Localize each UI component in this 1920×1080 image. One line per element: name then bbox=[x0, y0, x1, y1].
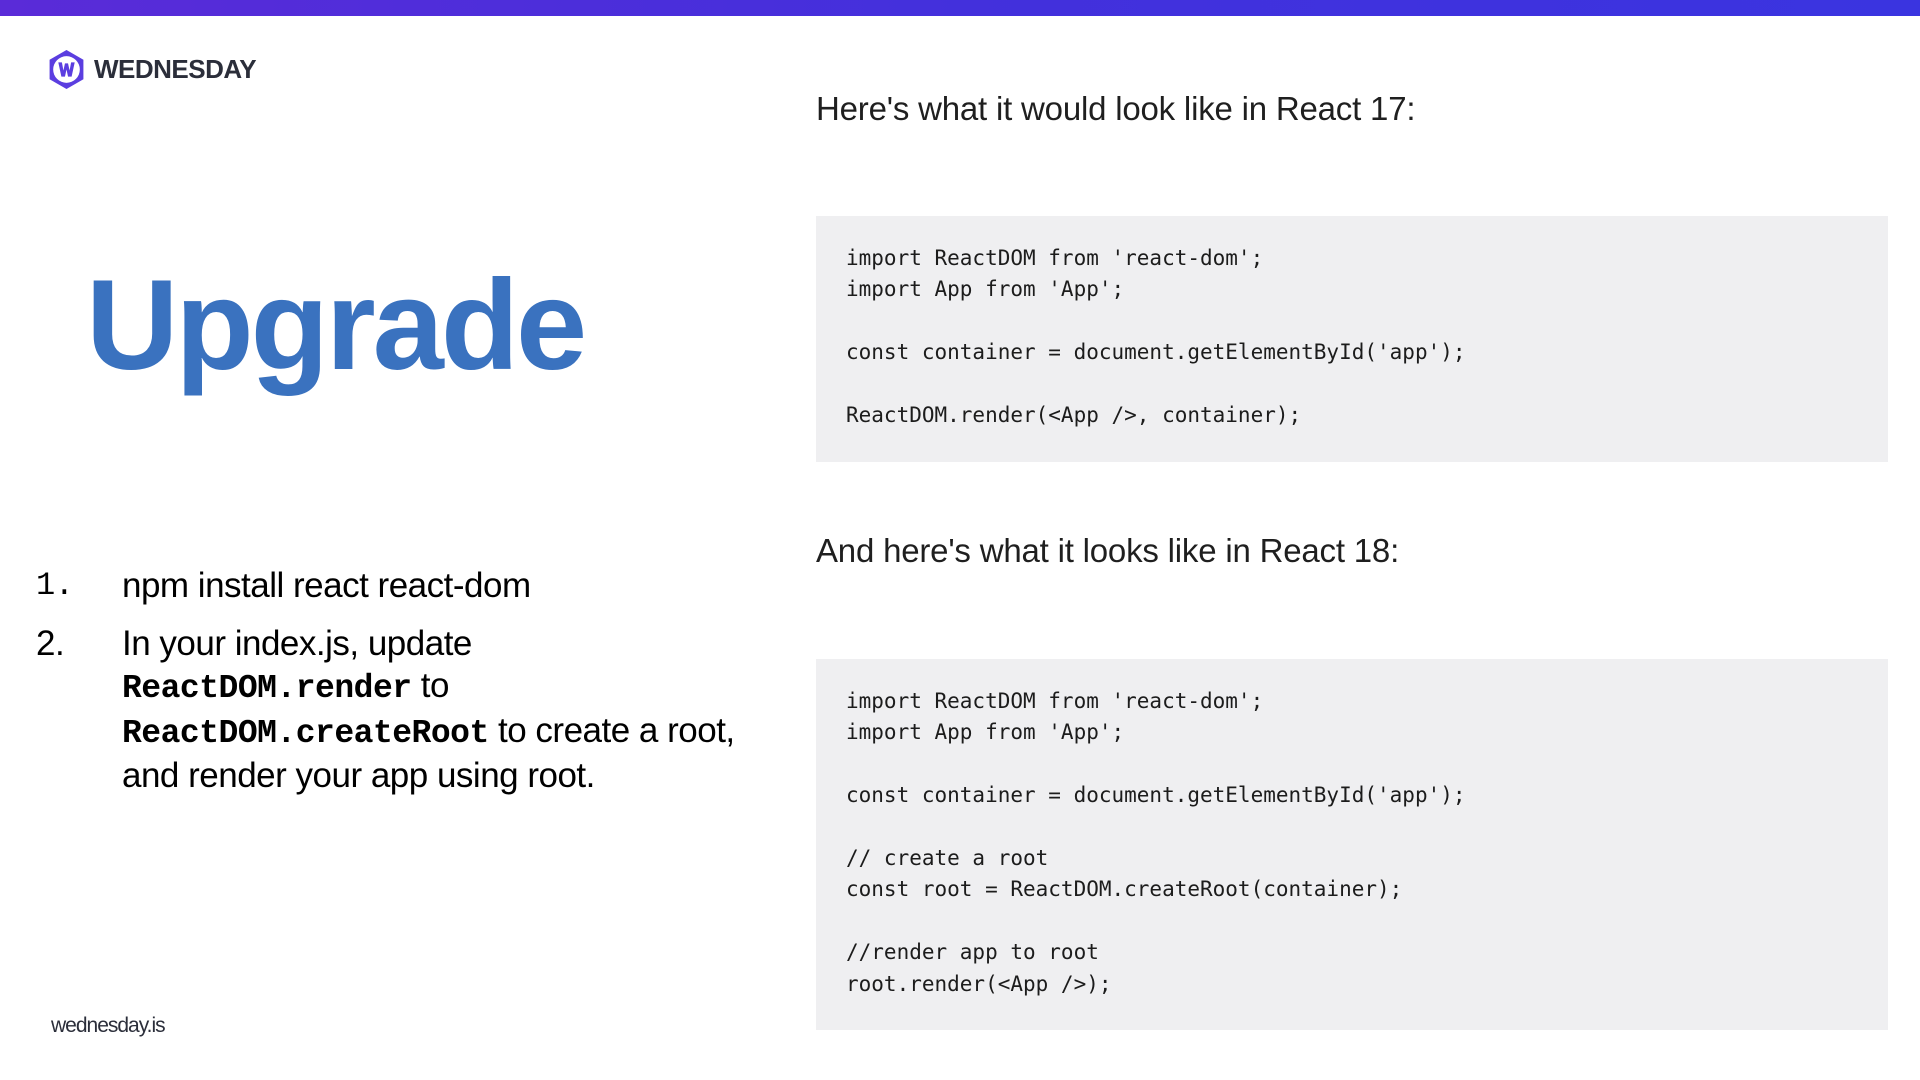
code-line: import ReactDOM from 'react-dom'; bbox=[846, 689, 1264, 713]
code-line bbox=[846, 749, 1858, 780]
upgrade-steps-list: 1. npm install react react-dom 2. In you… bbox=[36, 565, 736, 813]
step-item-1: 1. npm install react react-dom bbox=[36, 565, 736, 607]
react18-code-block: import ReactDOM from 'react-dom'; import… bbox=[816, 659, 1888, 1030]
code-line bbox=[846, 812, 1858, 843]
step-text: to bbox=[420, 666, 450, 705]
code-line: const container = document.getElementByI… bbox=[846, 783, 1466, 808]
step-number: 1. bbox=[36, 567, 74, 604]
step-text: npm install react react-dom bbox=[122, 566, 531, 605]
step-text: to create a root, and render your app us… bbox=[122, 711, 735, 795]
code-line: ReactDOM.render(<App />, container); bbox=[846, 402, 1302, 427]
step-number: 2. bbox=[36, 624, 65, 663]
step-text: In your index.js, update bbox=[122, 624, 472, 663]
slide-title: Upgrade bbox=[86, 254, 587, 397]
code-line: const container = document.getElementByI… bbox=[846, 340, 1466, 365]
inline-code-createroot: ReactDOM.createRoot bbox=[122, 715, 489, 752]
step-item-2: 2. In your index.js, update ReactDOM.ren… bbox=[36, 623, 736, 797]
code-line bbox=[846, 906, 1858, 937]
code-line: // create a root bbox=[846, 845, 1049, 870]
code-line bbox=[846, 306, 1858, 337]
top-accent-bar bbox=[0, 0, 1920, 16]
code-line: import App from 'App'; bbox=[846, 720, 1125, 745]
code-line: const root = ReactDOM.createRoot(contain… bbox=[846, 877, 1403, 902]
code-line: import App from 'App'; bbox=[846, 277, 1125, 302]
react18-heading: And here's what it looks like in React 1… bbox=[816, 532, 1400, 569]
footer-url: wednesday.is bbox=[51, 1014, 166, 1037]
code-line: root.render(<App />); bbox=[846, 971, 1112, 996]
react17-heading: Here's what it would look like in React … bbox=[816, 90, 1416, 127]
code-line: import ReactDOM from 'react-dom'; bbox=[846, 246, 1264, 270]
brand-logo: WEDNESDAY bbox=[46, 48, 257, 90]
react17-code-block: import ReactDOM from 'react-dom'; import… bbox=[816, 216, 1888, 462]
wednesday-w-badge-icon bbox=[49, 49, 84, 89]
brand-name: WEDNESDAY bbox=[94, 53, 257, 84]
code-line bbox=[846, 369, 1858, 400]
code-line: //render app to root bbox=[846, 940, 1099, 965]
inline-code-render: ReactDOM.render bbox=[122, 670, 412, 707]
